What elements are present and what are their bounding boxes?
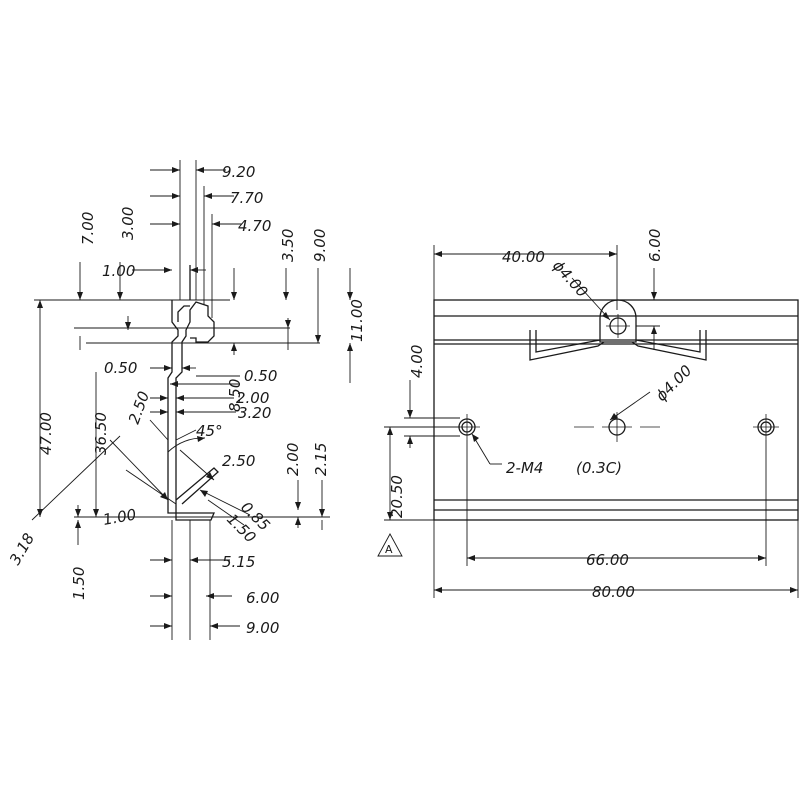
- dim-3-50: 3.50: [279, 229, 297, 262]
- side-lower-dim-lines: [75, 480, 325, 545]
- dim-3-00: 3.00: [119, 207, 137, 240]
- side-view: 9.20 7.70 4.70 7.00 3.00 3.50 9.00 11.00…: [6, 160, 366, 640]
- dim-36-50: 36.50: [92, 412, 110, 455]
- dim-4-00-front: 4.00: [408, 345, 426, 378]
- side-diagonal-dim-lines: [31, 419, 251, 526]
- side-inner-dim-lines: [150, 365, 240, 415]
- dim-8-50: 8.50: [226, 379, 244, 412]
- dim-2-50-left: 2.50: [125, 389, 153, 427]
- dim-47-00: 47.00: [37, 412, 55, 455]
- revision-letter: A: [385, 543, 393, 556]
- dim-4-70: 4.70: [238, 217, 271, 235]
- side-dimension-labels: 9.20 7.70 4.70 7.00 3.00 3.50 9.00 11.00…: [6, 163, 366, 637]
- dim-phi-4-top: ϕ4.00: [549, 257, 591, 301]
- dim-9-20: 9.20: [222, 163, 255, 181]
- side-bottom-dim-lines: [150, 557, 240, 629]
- dim-6-00-front: 6.00: [646, 229, 664, 262]
- rail-body: [433, 299, 799, 521]
- label-2-m4: 2-M4: [506, 459, 543, 477]
- dim-6-00: 6.00: [246, 589, 279, 607]
- dim-phi-4-middle: ϕ4.00: [652, 361, 695, 404]
- dim-3-18: 3.18: [6, 530, 38, 568]
- front-dim-lines: [387, 251, 798, 593]
- dim-2-00-lower: 2.00: [284, 443, 302, 476]
- dim-1-00-bottom: 1.00: [102, 505, 138, 529]
- dim-1-00-top: 1.00: [102, 262, 135, 280]
- front-extension-lines: [384, 245, 799, 598]
- dim-9-00-vertical: 9.00: [311, 229, 329, 262]
- dim-40-00: 40.00: [502, 248, 545, 266]
- mounting-holes: [454, 412, 779, 442]
- dim-0-50-right: 0.50: [244, 367, 277, 385]
- dim-7-00: 7.00: [79, 212, 97, 245]
- dim-5-15: 5.15: [222, 553, 255, 571]
- front-view: 40.00 ϕ4.00 6.00 4.00 ϕ4.00 20.50 2-M4 (…: [377, 229, 799, 601]
- dim-0-50-left: 0.50: [104, 359, 137, 377]
- side-profile-outline: [167, 265, 219, 521]
- label-0-3c: (0.3C): [576, 459, 622, 477]
- dim-11-00: 11.00: [348, 299, 366, 342]
- dim-9-00-horizontal: 9.00: [246, 619, 279, 637]
- dim-2-50-right: 2.50: [222, 452, 255, 470]
- dim-3-20: 3.20: [238, 404, 271, 422]
- dim-7-70: 7.70: [230, 189, 263, 207]
- side-vertical-dim-lines: [37, 262, 353, 517]
- dim-20-50: 20.50: [388, 475, 406, 518]
- spring-clip: [529, 299, 707, 361]
- dim-45-degrees: 45°: [196, 422, 223, 440]
- dim-2-00-upper: 2.00: [236, 389, 269, 407]
- dim-66-00: 66.00: [586, 551, 629, 569]
- dim-1-50-vertical: 1.50: [70, 567, 88, 600]
- dim-80-00: 80.00: [592, 583, 635, 601]
- side-top-dim-lines: [132, 167, 242, 273]
- side-extension-lines: [34, 160, 330, 640]
- dim-2-15: 2.15: [312, 443, 330, 476]
- revision-triangle-mark: A: [377, 533, 403, 557]
